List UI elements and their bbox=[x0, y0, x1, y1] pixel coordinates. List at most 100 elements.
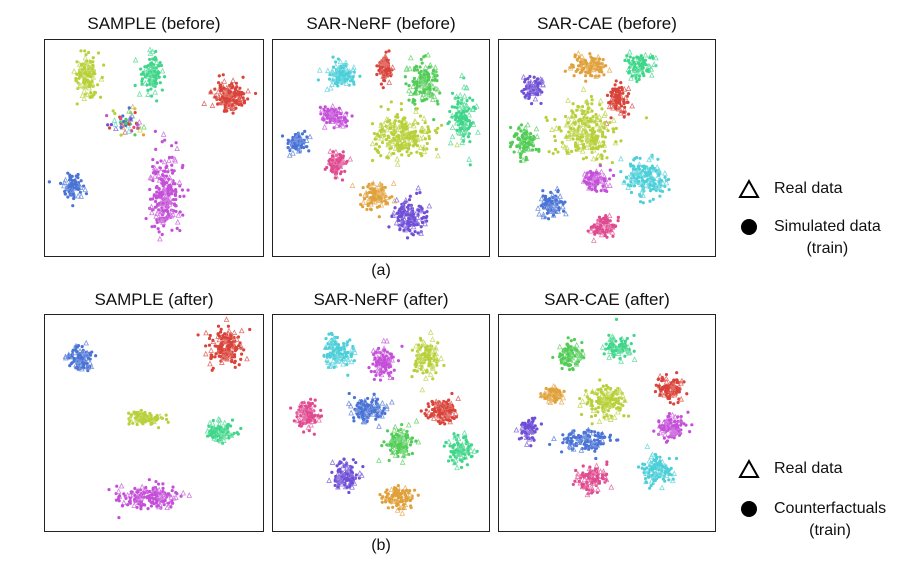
point-train bbox=[92, 71, 96, 75]
point-real-data bbox=[173, 494, 179, 500]
point-train bbox=[345, 363, 349, 367]
point-real-data bbox=[148, 203, 155, 210]
point-train bbox=[225, 109, 229, 113]
point-train bbox=[439, 123, 444, 127]
point-real-data bbox=[343, 59, 349, 66]
point-train bbox=[377, 145, 381, 149]
point-train bbox=[411, 100, 415, 104]
point-train bbox=[227, 436, 231, 440]
point-train bbox=[371, 189, 375, 193]
point-real-data bbox=[415, 351, 422, 357]
point-real-data bbox=[151, 164, 158, 171]
point-real-data bbox=[223, 316, 230, 322]
point-train bbox=[379, 105, 383, 109]
point-train bbox=[410, 375, 414, 379]
point-real-data bbox=[408, 90, 414, 96]
point-train bbox=[619, 139, 623, 143]
point-train bbox=[625, 100, 629, 104]
point-real-data bbox=[160, 491, 167, 497]
point-real-data bbox=[449, 124, 456, 130]
point-train bbox=[291, 145, 295, 149]
point-real-data bbox=[222, 338, 229, 345]
point-real-data bbox=[378, 59, 384, 66]
point-train bbox=[160, 232, 164, 237]
point-real-data bbox=[658, 181, 664, 187]
panel-title-sarcae-before: SAR-CAE (before) bbox=[537, 14, 677, 33]
point-real-data bbox=[122, 128, 128, 135]
point-train bbox=[400, 223, 404, 227]
point-train bbox=[539, 101, 543, 105]
point-real-data bbox=[537, 75, 544, 82]
point-train bbox=[422, 211, 427, 215]
point-train bbox=[213, 344, 217, 348]
point-real-data bbox=[375, 368, 382, 375]
point-train bbox=[405, 150, 409, 154]
point-real-data bbox=[642, 51, 649, 58]
point-real-data bbox=[82, 186, 89, 193]
point-real-data bbox=[518, 139, 525, 146]
panel-title-sarcae-after: SAR-CAE (after) bbox=[544, 290, 670, 309]
point-train bbox=[367, 366, 371, 370]
point-train bbox=[607, 101, 611, 105]
point-train bbox=[520, 89, 524, 93]
point-real-data bbox=[648, 71, 655, 78]
point-real-data bbox=[209, 419, 216, 426]
point-real-data bbox=[293, 134, 300, 141]
point-real-data bbox=[329, 67, 336, 74]
point-train bbox=[172, 202, 177, 206]
point-train bbox=[337, 119, 341, 123]
point-train bbox=[656, 157, 660, 161]
point-real-data bbox=[598, 121, 604, 128]
point-train bbox=[433, 352, 437, 356]
point-train bbox=[442, 444, 446, 448]
point-real-data bbox=[527, 87, 534, 94]
point-real-data bbox=[421, 148, 428, 155]
point-train bbox=[173, 193, 177, 198]
point-real-data bbox=[439, 415, 446, 422]
point-real-data bbox=[598, 168, 605, 175]
point-train bbox=[553, 139, 557, 143]
cluster-violet bbox=[387, 184, 433, 240]
point-train bbox=[78, 72, 82, 76]
point-train bbox=[82, 81, 86, 85]
point-train bbox=[219, 88, 224, 92]
point-train bbox=[336, 57, 340, 61]
point-train bbox=[159, 191, 163, 195]
point-real-data bbox=[129, 112, 136, 119]
point-train bbox=[423, 354, 428, 358]
point-real-data bbox=[573, 128, 580, 135]
point-train bbox=[375, 397, 380, 401]
point-real-data bbox=[84, 351, 90, 357]
tsne-panel-sample-before bbox=[44, 39, 264, 257]
point-train bbox=[237, 90, 241, 94]
point-train bbox=[86, 73, 90, 78]
point-real-data bbox=[431, 411, 438, 418]
point-train bbox=[359, 399, 363, 403]
point-train bbox=[574, 69, 578, 73]
point-train bbox=[237, 103, 241, 107]
point-train bbox=[603, 231, 607, 235]
point-train bbox=[144, 216, 148, 221]
point-real-data bbox=[166, 157, 172, 163]
point-train bbox=[352, 419, 356, 423]
point-real-data bbox=[629, 175, 635, 181]
point-train bbox=[137, 502, 141, 506]
point-train bbox=[136, 126, 140, 130]
point-train bbox=[325, 116, 329, 120]
point-train bbox=[626, 183, 630, 187]
point-train bbox=[155, 220, 159, 224]
point-train bbox=[230, 355, 234, 359]
point-train bbox=[408, 217, 412, 221]
point-real-data bbox=[387, 356, 393, 362]
point-real-data bbox=[327, 337, 334, 344]
point-train bbox=[412, 76, 416, 81]
point-train bbox=[416, 134, 420, 138]
point-train bbox=[573, 121, 577, 125]
point-train bbox=[569, 149, 574, 154]
point-train bbox=[325, 355, 329, 359]
point-train bbox=[382, 348, 387, 352]
point-train bbox=[330, 352, 334, 356]
point-train bbox=[117, 516, 121, 520]
point-train bbox=[512, 150, 516, 154]
point-train bbox=[340, 358, 344, 362]
